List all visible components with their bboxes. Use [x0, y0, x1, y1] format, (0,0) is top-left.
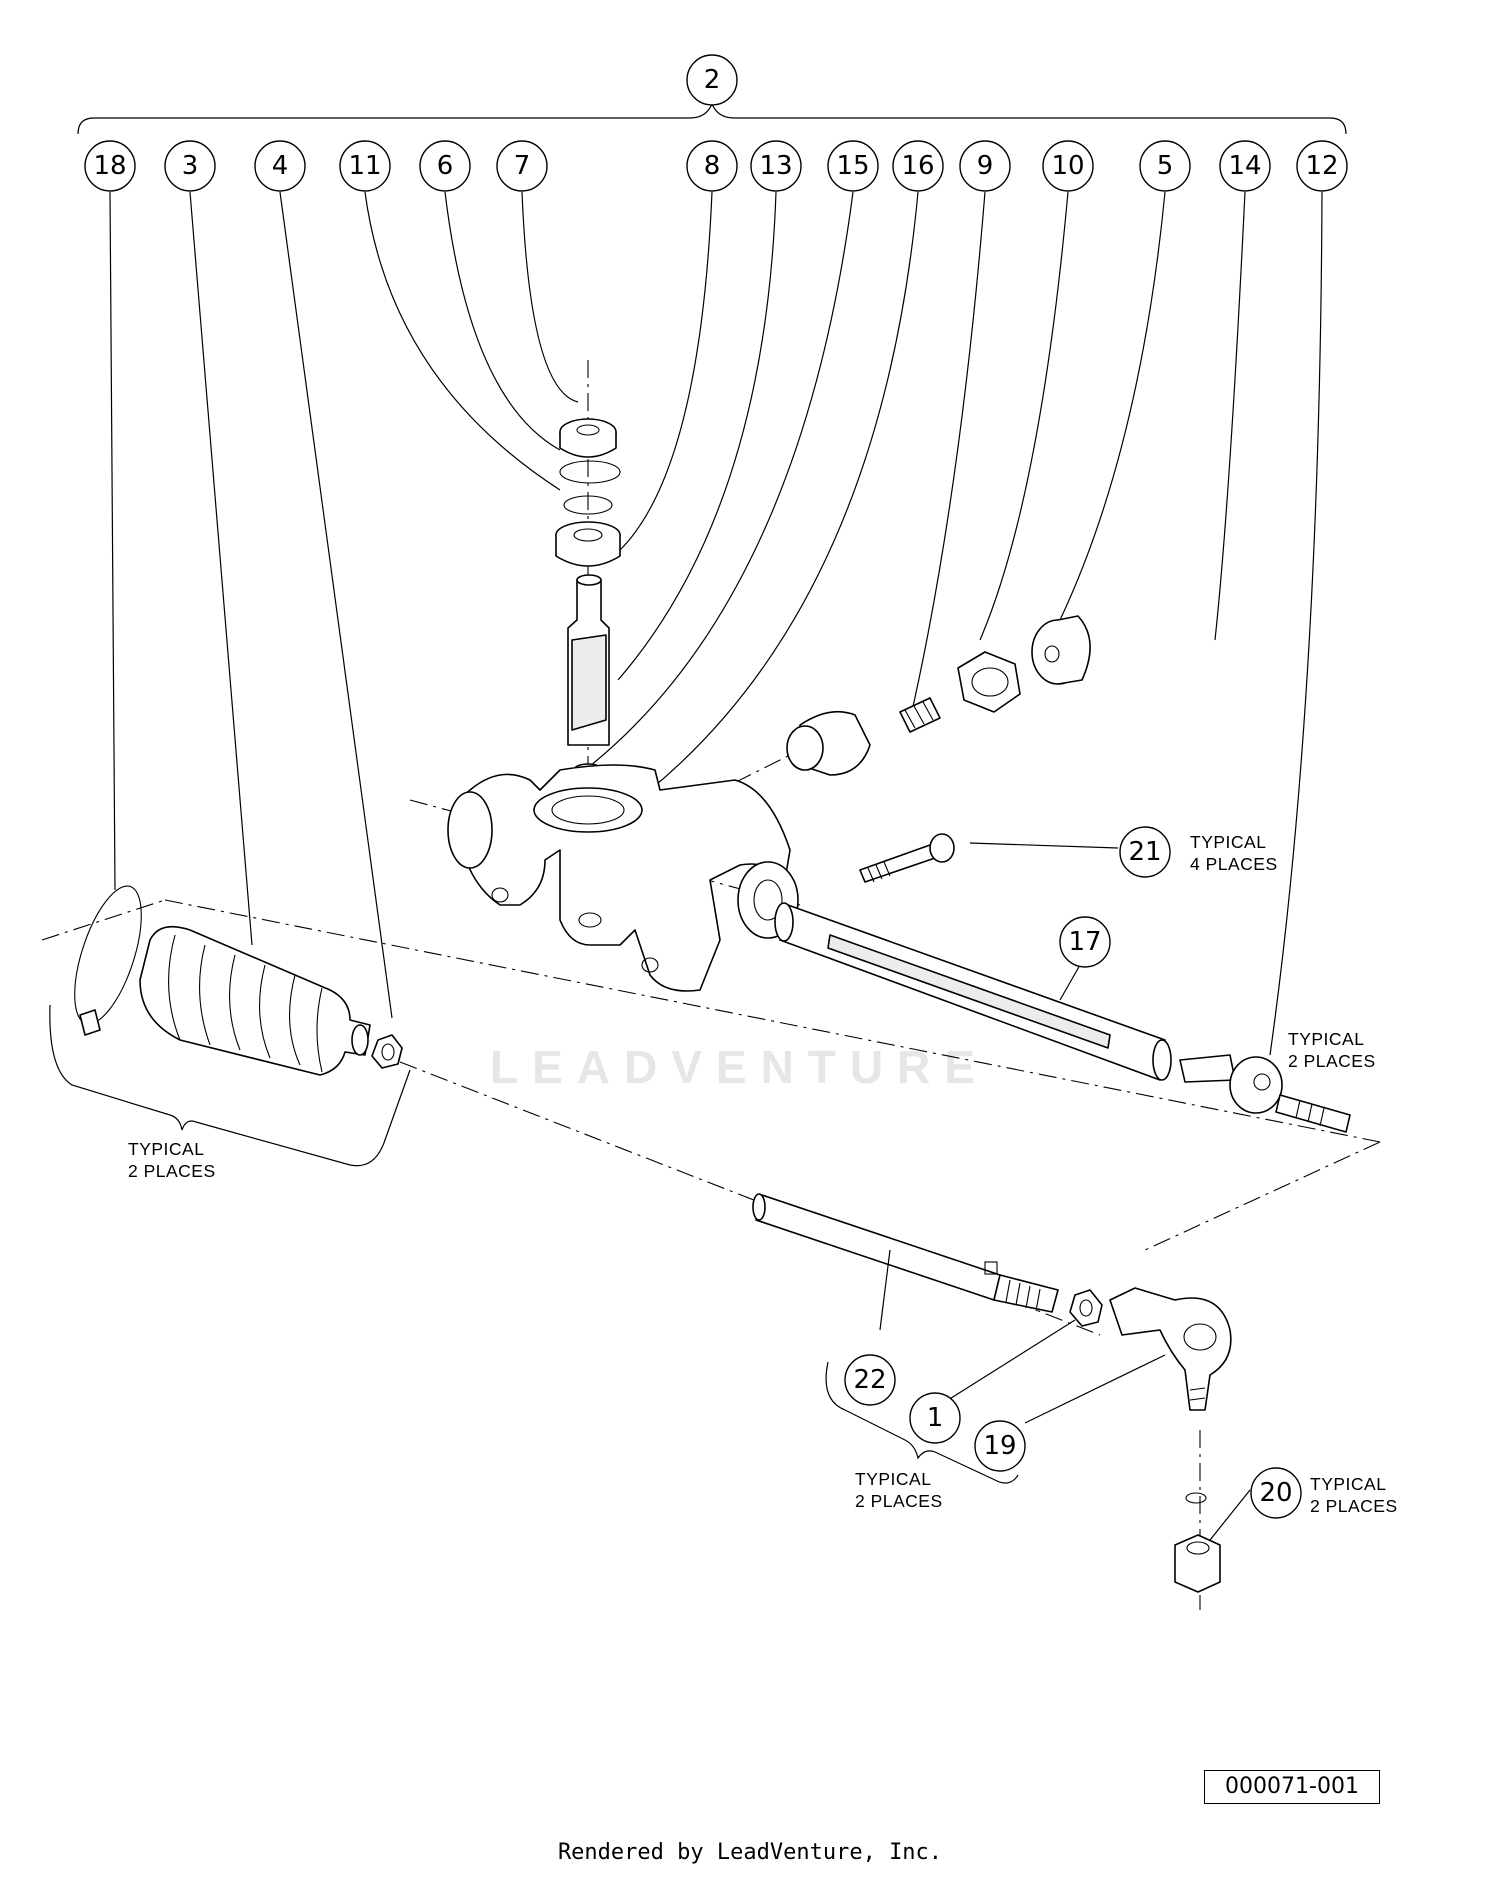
- svg-text:7: 7: [514, 151, 531, 181]
- tie-rod-jam-nut-part: [1069, 1289, 1103, 1327]
- note-inner-rod-line1: TYPICAL: [1288, 1029, 1364, 1049]
- figure-id: 000071-001: [1204, 1770, 1380, 1804]
- callout-18: 18: [84, 140, 136, 192]
- callout-16: 16: [892, 140, 944, 192]
- callout-14: 14: [1219, 140, 1271, 192]
- svg-text:3: 3: [182, 151, 199, 181]
- rack-guide-part: [786, 710, 871, 776]
- callout-17: 17: [1059, 916, 1111, 968]
- snap-ring-part: [559, 460, 621, 484]
- note-bolt-line1: TYPICAL: [1190, 832, 1266, 852]
- svg-text:17: 17: [1068, 927, 1101, 957]
- svg-text:5: 5: [1157, 151, 1174, 181]
- callout-7: 7: [496, 140, 548, 192]
- callout-21: 21: [1119, 826, 1171, 878]
- svg-text:14: 14: [1228, 151, 1261, 181]
- svg-text:2: 2: [704, 65, 721, 95]
- callout-1: 1: [909, 1392, 961, 1444]
- callout-6: 6: [419, 140, 471, 192]
- castle-nut-part: [1174, 1492, 1221, 1593]
- bottom-leaders: [947, 1319, 1251, 1541]
- callout-5: 5: [1139, 140, 1191, 192]
- bellows-boot-part: [139, 925, 371, 1076]
- svg-text:13: 13: [759, 151, 792, 181]
- callout-22: 22: [844, 1354, 896, 1406]
- jam-nut-part: [371, 1034, 403, 1069]
- note-boot-line1: TYPICAL: [128, 1139, 204, 1159]
- svg-text:8: 8: [704, 151, 721, 181]
- svg-text:21: 21: [1128, 837, 1161, 867]
- callout-20: 20: [1250, 1467, 1302, 1519]
- callout-19: 19: [974, 1420, 1026, 1472]
- note-tie-rod-line1: TYPICAL: [855, 1469, 931, 1489]
- rack-bar-part: [774, 902, 1172, 1081]
- note-tie-rod-line2: 2 PLACES: [855, 1491, 943, 1511]
- inner-tie-rod-part: [1179, 1054, 1351, 1133]
- callout-4: 4: [254, 140, 306, 192]
- callout-10: 10: [1042, 140, 1094, 192]
- render-credit: Rendered by LeadVenture, Inc.: [557, 1840, 943, 1865]
- leader-lines: [109, 191, 1323, 1056]
- note-castle-nut-line2: 2 PLACES: [1310, 1496, 1398, 1516]
- callout-8: 8: [686, 140, 738, 192]
- callout-9: 9: [959, 140, 1011, 192]
- svg-text:6: 6: [437, 151, 454, 181]
- note-inner-rod-line2: 2 PLACES: [1288, 1051, 1376, 1071]
- svg-text:16: 16: [901, 151, 934, 181]
- svg-text:10: 10: [1051, 151, 1084, 181]
- retaining-ring-part: [563, 495, 613, 515]
- top-brace: [77, 102, 1347, 135]
- boot-brace: [49, 1004, 411, 1167]
- bearing-part: [555, 521, 621, 567]
- svg-text:15: 15: [836, 151, 869, 181]
- note-bolt-line2: 4 PLACES: [1190, 854, 1278, 874]
- svg-text:1: 1: [927, 1403, 944, 1433]
- spring-part: [899, 697, 941, 733]
- tie-rod-tube-part: [752, 1193, 1059, 1331]
- tie-rod-end-part: [1109, 1287, 1232, 1411]
- svg-text:12: 12: [1305, 151, 1338, 181]
- note-castle-nut-line1: TYPICAL: [1310, 1474, 1386, 1494]
- svg-text:11: 11: [348, 151, 381, 181]
- svg-text:9: 9: [977, 151, 994, 181]
- note-boot-line2: 2 PLACES: [128, 1161, 216, 1181]
- callout-12: 12: [1296, 140, 1348, 192]
- callout-11: 11: [339, 140, 391, 192]
- callout-3: 3: [164, 140, 216, 192]
- housing-bolt-part: [859, 833, 1119, 883]
- lock-nut-part: [957, 651, 1021, 713]
- steering-rack-housing: [447, 764, 799, 992]
- pinion-shaft-part: [567, 574, 610, 746]
- callout-13: 13: [750, 140, 802, 192]
- tie-rod-brace: [825, 1361, 1019, 1484]
- callout-15: 15: [827, 140, 879, 192]
- svg-text:4: 4: [272, 151, 289, 181]
- seal-part: [559, 418, 617, 458]
- svg-text:20: 20: [1259, 1478, 1292, 1508]
- callout-2: 2: [686, 54, 738, 106]
- svg-text:22: 22: [853, 1365, 886, 1395]
- svg-text:19: 19: [983, 1431, 1016, 1461]
- svg-text:18: 18: [93, 151, 126, 181]
- watermark-text: LEADVENTURE: [490, 1041, 990, 1093]
- clamp-part: [74, 885, 142, 1036]
- adjuster-plug-part: [1031, 615, 1091, 685]
